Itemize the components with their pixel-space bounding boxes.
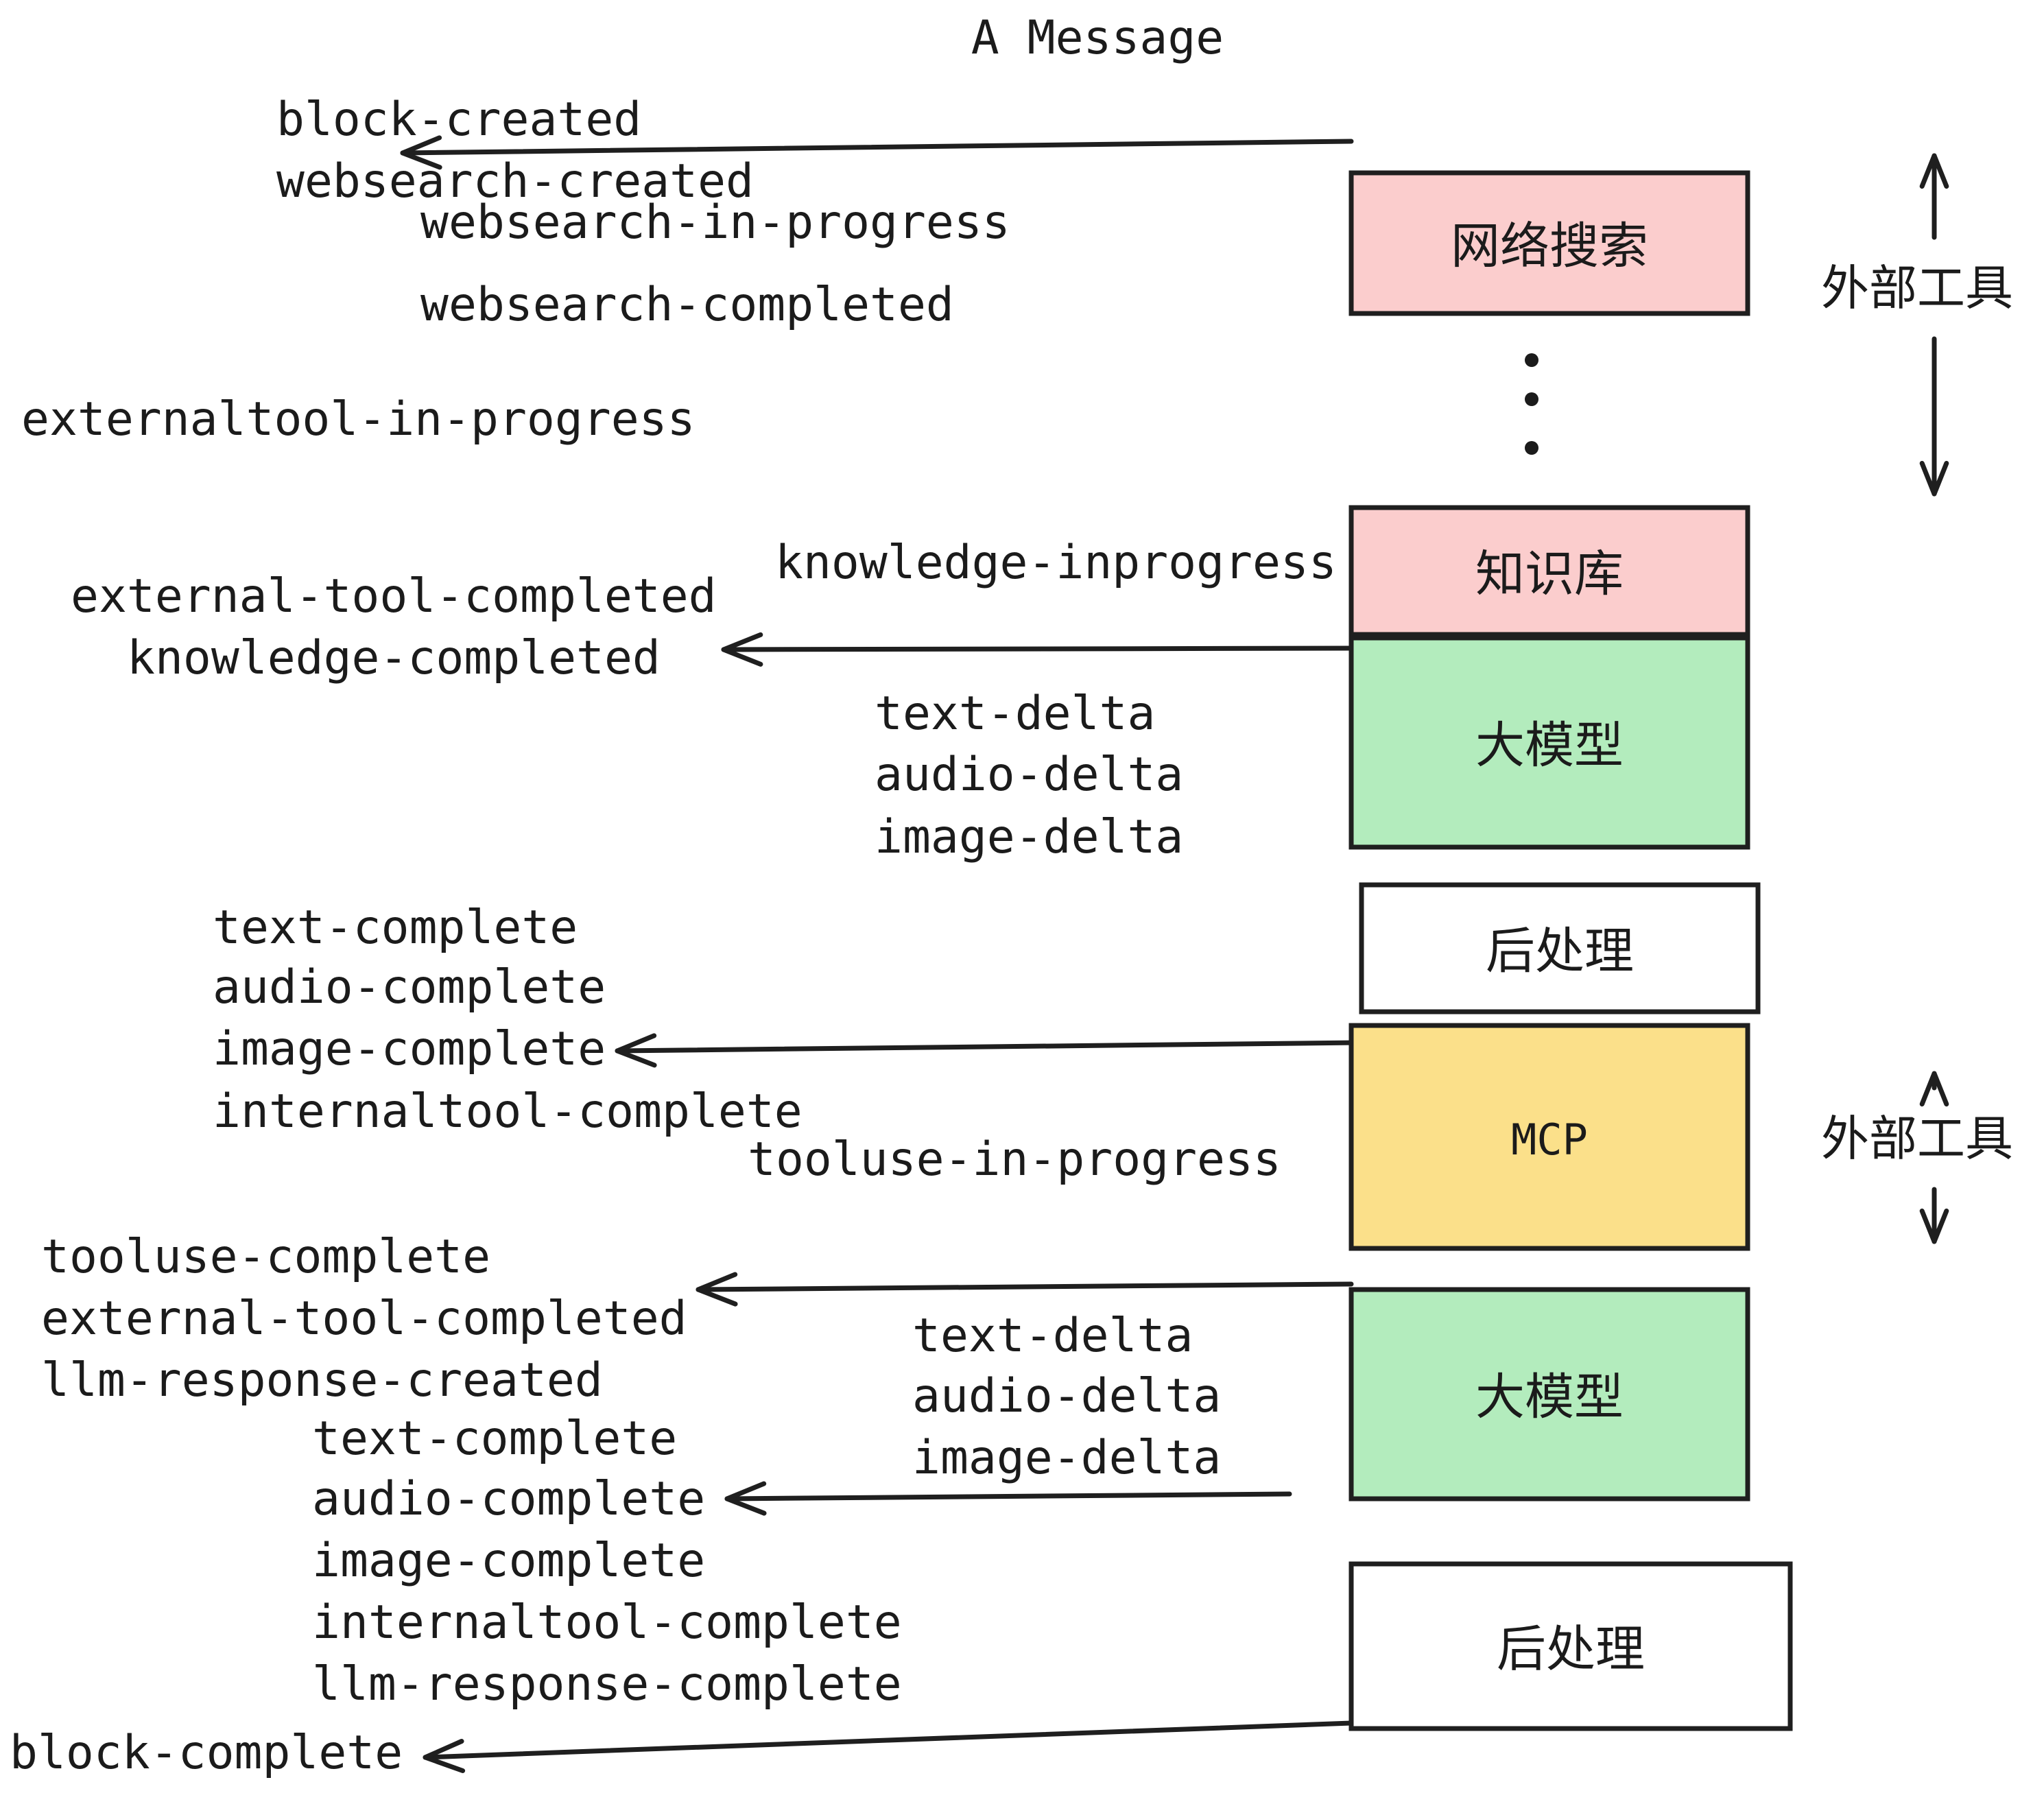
event-label-internaltool-complete-2: internaltool-complete [312,1595,902,1650]
node-label-knowledgebase: 知识库 [1475,545,1624,603]
event-label-internaltool-complete-1: internaltool-complete [213,1084,803,1139]
event-label-knowledge-inprogress: knowledge-inprogress [775,536,1337,590]
event-label-text-complete-1: text-complete [213,901,578,955]
arrow-postprocess-to-block-complete [423,1720,1354,1774]
external-tools-bracket-bottom: 外部工具 [1821,1071,2013,1244]
event-label-knowledge-completed: knowledge-completed [127,631,661,685]
event-label-websearch-created: websearch-created [276,154,754,209]
event-label-block-created: block-created [276,93,641,147]
event-label-image-delta-2: image-delta [912,1431,1221,1485]
event-label-tooluse-complete: tooluse-complete [41,1230,490,1284]
event-label-llm-response-created: llm-response-created [41,1353,603,1408]
node-label-postprocess-second: 后处理 [1497,1620,1645,1678]
group-label-external-tools-top: 外部工具 [1821,260,2013,316]
event-label-image-complete-1: image-complete [213,1022,606,1076]
event-label-audio-delta-1: audio-delta [875,748,1183,802]
event-label-group: block-createdwebsearch-createdwebsearch-… [10,93,1337,1780]
node-knowledgebase[interactable]: 知识库 [1348,505,1750,637]
node-label-mcp: MCP [1511,1115,1588,1165]
event-label-text-delta-1: text-delta [875,687,1155,741]
event-label-audio-delta-2: audio-delta [912,1369,1221,1423]
arrow-websearch-to-block-created [400,135,1354,170]
event-label-external-tool-completed-1: external-tool-completed [71,569,717,624]
event-label-block-complete: block-complete [10,1726,403,1780]
node-llm-second[interactable]: 大模型 [1348,1287,1750,1502]
node-websearch[interactable]: 网络搜索 [1348,170,1750,316]
node-group: 网络搜索 知识库 大模型 后处理 MCP 大模型 [1348,170,1793,1731]
node-llm-first[interactable]: 大模型 [1348,635,1750,850]
node-label-postprocess-first: 后处理 [1486,923,1634,980]
event-label-websearch-completed: websearch-completed [420,278,954,332]
event-label-llm-response-complete: llm-response-complete [312,1657,902,1711]
vertical-ellipsis-icon [1525,353,1538,455]
arrow-llm-to-audio-complete [724,1481,1292,1516]
node-label-llm-second: 大模型 [1475,1368,1624,1426]
external-tools-bracket-top: 外部工具 [1821,153,2013,497]
event-label-text-delta-2: text-delta [912,1309,1193,1363]
node-postprocess-first[interactable]: 后处理 [1359,882,1761,1014]
node-mcp[interactable]: MCP [1348,1023,1750,1251]
event-label-text-complete-2: text-complete [312,1412,677,1466]
node-postprocess-second[interactable]: 后处理 [1348,1561,1793,1731]
event-label-tooluse-in-progress: tooluse-in-progress [748,1132,1281,1187]
group-label-external-tools-bottom: 外部工具 [1821,1111,2013,1167]
event-label-externaltool-in-progress: externaltool-in-progress [21,392,696,447]
event-label-external-tool-completed-2: external-tool-completed [41,1292,687,1346]
node-label-websearch: 网络搜索 [1451,217,1648,275]
arrow-knowledge-to-knowledge-completed [721,632,1354,667]
event-label-audio-complete-2: audio-complete [312,1472,705,1526]
arrow-llm-to-image-complete [615,1033,1361,1068]
event-label-audio-complete-1: audio-complete [213,960,606,1014]
event-label-image-delta-1: image-delta [875,810,1183,864]
arrow-mcp-to-tooluse-complete [696,1272,1354,1307]
event-label-image-complete-2: image-complete [312,1534,705,1588]
node-label-llm-first: 大模型 [1475,717,1624,774]
event-label-websearch-in-progress: websearch-in-progress [420,195,1010,250]
connector-group [400,135,1361,1774]
page-title: A Message [971,11,1224,65]
